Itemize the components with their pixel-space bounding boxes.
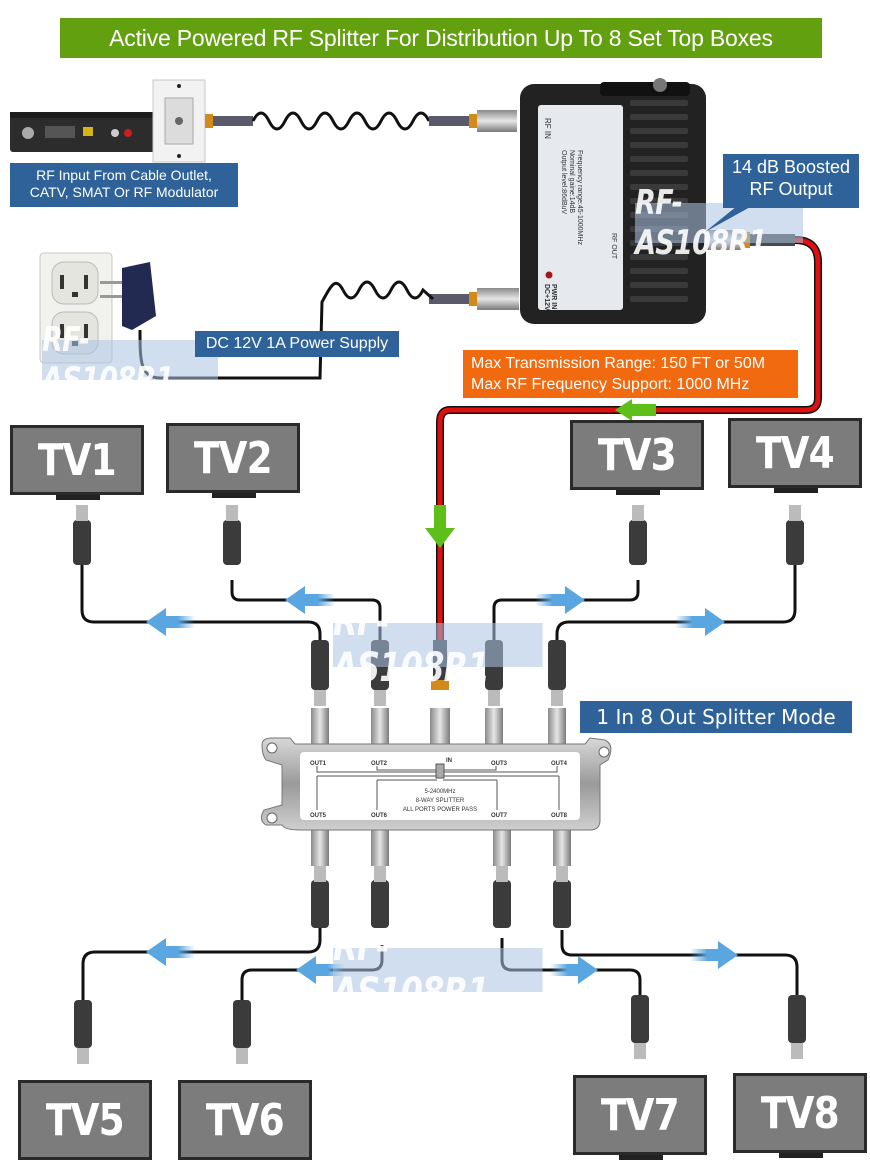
splitter-port-in: IN bbox=[446, 758, 452, 764]
splitter-port-out7: OUT7 bbox=[491, 813, 508, 819]
splitter-port-out4: OUT4 bbox=[551, 761, 568, 767]
tv-8: TV8 bbox=[733, 1073, 867, 1153]
flow-arrow-green-down bbox=[425, 505, 455, 548]
flow-arrow-blue-tv8 bbox=[690, 941, 738, 969]
flow-arrow-blue-tv7 bbox=[550, 956, 598, 984]
splitter-port-out1: OUT1 bbox=[310, 761, 327, 767]
watermark-power: RF-AS108R1 bbox=[42, 320, 218, 400]
tv-7-stand bbox=[619, 1155, 663, 1160]
splitter-port-out3: OUT3 bbox=[491, 761, 508, 767]
power-led-icon bbox=[545, 271, 553, 279]
tv-4: TV4 bbox=[728, 418, 862, 488]
boosted-output-label: 14 dB Boosted RF Output bbox=[723, 154, 859, 208]
wall-cable-outlet bbox=[152, 79, 206, 163]
flow-arrow-blue-tv3 bbox=[535, 586, 585, 614]
tv-3-stand bbox=[616, 490, 660, 495]
splitter-port-out2: OUT2 bbox=[371, 761, 388, 767]
splitter-spec-frequency: 5-2400MHz bbox=[424, 789, 455, 795]
tv-6: TV6 bbox=[178, 1080, 312, 1160]
amp-pwr-in-label: PWR IN bbox=[550, 284, 557, 309]
tv-7: TV7 bbox=[573, 1075, 707, 1155]
splitter-spec-type: 8-WAY SPLITTER bbox=[416, 798, 465, 804]
set-top-box bbox=[10, 112, 160, 152]
tv-5: TV5 bbox=[18, 1080, 152, 1160]
watermark-amplifier: RF-AS108R1 bbox=[635, 183, 803, 263]
tv-1-stand bbox=[56, 495, 100, 500]
rf-amplifier: RF IN Frequency range:45-1000MHz Nominal… bbox=[429, 78, 795, 324]
tv-3: TV3 bbox=[570, 420, 704, 490]
flow-arrow-green-left bbox=[615, 399, 656, 421]
amp-spec-frequency: Frequency range:45-1000MHz bbox=[576, 150, 583, 245]
tv-2-stand bbox=[212, 493, 256, 498]
flow-arrow-blue-tv4 bbox=[675, 608, 725, 636]
range-spec-label: Max Transmission Range: 150 FT or 50M Ma… bbox=[463, 350, 798, 398]
amp-spec-output: Output level:86dBuV bbox=[560, 150, 567, 215]
tv-2: TV2 bbox=[166, 423, 300, 493]
splitter-mode-label: 1 In 8 Out Splitter Mode bbox=[580, 701, 852, 733]
diagram-title: Active Powered RF Splitter For Distribut… bbox=[109, 24, 773, 51]
flow-arrow-blue-tv5 bbox=[146, 938, 195, 966]
splitter-port-out6: OUT6 bbox=[371, 813, 388, 819]
amp-rf-in-label: RF IN bbox=[543, 118, 552, 139]
tv-4-stand bbox=[774, 488, 818, 493]
splitter-port-out8: OUT8 bbox=[551, 813, 568, 819]
flow-arrow-blue-tv2 bbox=[285, 586, 335, 614]
tv-1: TV1 bbox=[10, 425, 144, 495]
title-banner: Active Powered RF Splitter For Distribut… bbox=[60, 18, 822, 58]
splitter-port-out5: OUT5 bbox=[310, 813, 327, 819]
watermark-top-splitter: RF-AS108R1 bbox=[333, 599, 543, 691]
power-supply-label: DC 12V 1A Power Supply bbox=[195, 331, 399, 357]
input-coax-cable bbox=[205, 110, 517, 132]
flow-arrow-blue-tv1 bbox=[146, 608, 195, 636]
tv-8-stand bbox=[779, 1153, 823, 1158]
watermark-bottom-splitter: RF-AS108R1 bbox=[333, 924, 543, 1016]
rf-input-label: RF Input From Cable Outlet, CATV, SMAT O… bbox=[10, 163, 238, 207]
eight-way-splitter: OUT1 OUT2 IN OUT3 OUT4 OUT5 OUT6 OUT7 OU… bbox=[260, 708, 612, 866]
amp-dc-label: DC+12V bbox=[543, 284, 550, 311]
amp-spec-gain: Nominal gaine:14dB bbox=[568, 150, 575, 213]
amp-rf-out-label: RF OUT bbox=[610, 233, 617, 260]
splitter-spec-power-pass: ALL PORTS POWER PASS bbox=[403, 807, 477, 813]
